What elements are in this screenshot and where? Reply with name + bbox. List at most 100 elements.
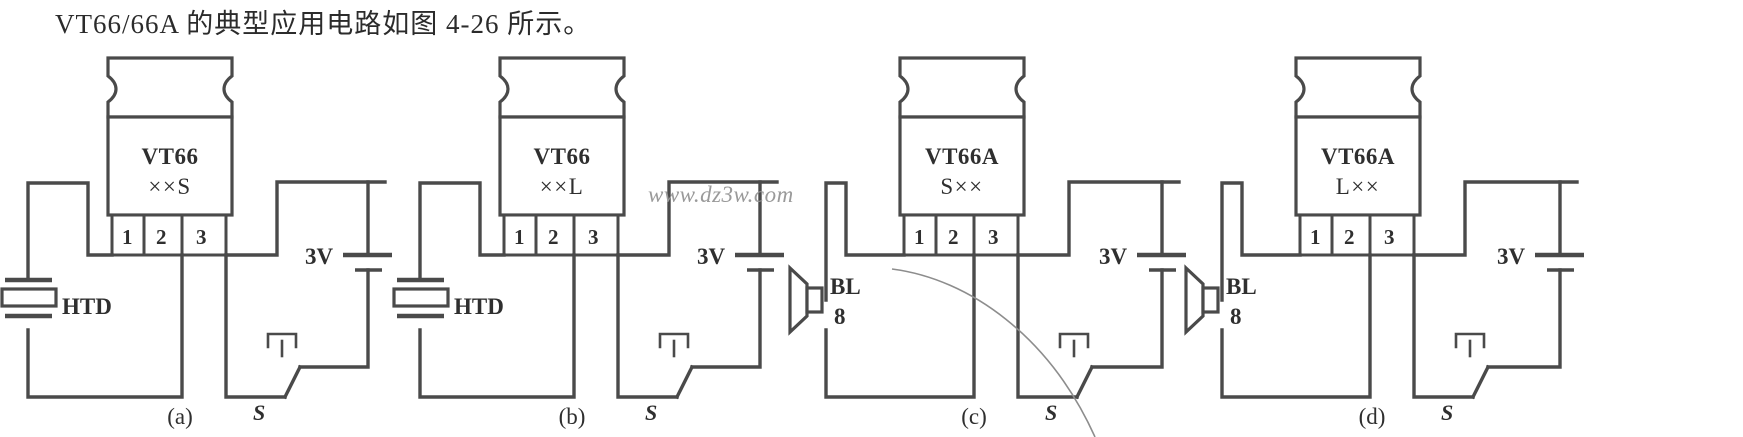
speaker-impedance: 8 <box>1230 304 1242 329</box>
ic-label-suffix: ××S <box>148 174 191 199</box>
switch-push-bracket <box>1454 332 1486 349</box>
wire-pin1-to-speaker-top <box>1220 181 1302 302</box>
wire-pin2-bottom-rail <box>1220 253 1372 399</box>
pin-box-2 <box>934 213 976 257</box>
ic-label-name: VT66A <box>1321 144 1395 169</box>
htd-disc-body <box>0 287 58 308</box>
battery-symbol <box>298 180 392 369</box>
battery-symbol <box>690 180 784 369</box>
speaker-magnet <box>805 286 824 314</box>
wire-to-battery-positive <box>616 180 779 257</box>
htd-label: HTD <box>62 294 112 319</box>
circuit-b: VT66 ××L 1 2 3 HTD <box>392 56 784 429</box>
pin-box-1 <box>1298 213 1334 257</box>
switch-symbol <box>1454 332 1491 400</box>
circuit-c: VT66A S×× 1 2 3 BL <box>788 56 1186 429</box>
ic-label-suffix: L×× <box>1336 174 1381 199</box>
switch-symbol <box>266 332 303 400</box>
pin-label-3: 3 <box>1384 225 1395 249</box>
figure-4-26: VT66 ××S 1 2 3 <box>0 42 1743 437</box>
wire-battery-bottom-lead <box>1486 268 1562 369</box>
sub-caption-b: (b) <box>559 404 586 429</box>
pin-box-1 <box>502 213 538 257</box>
wire-battery-bottom-lead <box>298 268 370 369</box>
ic-package-top <box>498 56 626 119</box>
pin-box-3 <box>1368 213 1416 257</box>
wire-pin3-to-switch <box>224 253 287 399</box>
htd-transducer-symbol <box>0 277 58 319</box>
sub-caption-d: (d) <box>1359 404 1386 429</box>
pin-label-1: 1 <box>1310 225 1321 249</box>
battery-label: 3V <box>305 244 334 269</box>
wire-pin3-to-switch <box>1016 253 1079 399</box>
pin-label-1: 1 <box>122 225 133 249</box>
wire-pin3-to-switch <box>1412 253 1475 399</box>
switch-blade <box>282 364 303 400</box>
circuit-a: VT66 ××S 1 2 3 <box>0 56 392 429</box>
wire-to-battery-positive <box>224 180 387 257</box>
switch-push-bracket <box>658 332 690 349</box>
ic-package-top <box>1294 56 1422 119</box>
wire-battery-bottom-lead <box>1090 268 1164 369</box>
wire-pin3-to-switch <box>616 253 679 399</box>
speaker-label: BL <box>830 274 861 299</box>
switch-label: S <box>253 400 265 425</box>
switch-label: S <box>1045 400 1057 425</box>
speaker-impedance: 8 <box>834 304 846 329</box>
speaker-magnet <box>1201 286 1220 314</box>
sub-caption-c: (c) <box>961 404 987 429</box>
switch-label: S <box>645 400 657 425</box>
pin-label-2: 2 <box>1344 225 1355 249</box>
ic-label-name: VT66 <box>534 144 591 169</box>
speaker-symbol <box>788 264 824 336</box>
pin-box-2 <box>142 213 184 257</box>
ic-body <box>898 115 1026 217</box>
ic-body <box>1294 115 1422 217</box>
battery-symbol <box>1090 180 1186 369</box>
speaker-symbol <box>1184 264 1220 336</box>
pin-label-3: 3 <box>588 225 599 249</box>
wire-battery-bottom-lead <box>690 268 762 369</box>
wire-to-battery-positive <box>1412 180 1579 257</box>
ic-label-suffix: S×× <box>940 174 983 199</box>
ic-package-top <box>898 56 1026 119</box>
speaker-horn <box>788 264 809 336</box>
switch-blade <box>1470 364 1491 400</box>
wire-pin2-bottom-rail <box>26 253 184 399</box>
ic-pin-row: 1 2 3 <box>902 213 1020 257</box>
pin-label-3: 3 <box>988 225 999 249</box>
switch-push-bracket <box>266 332 298 349</box>
ic-label-name: VT66A <box>925 144 999 169</box>
pin-label-2: 2 <box>548 225 559 249</box>
pin-box-3 <box>972 213 1020 257</box>
htd-label: HTD <box>454 294 504 319</box>
page-title: VT66/66A 的典型应用电路如图 4-26 所示。 <box>55 9 592 39</box>
switch-label: S <box>1441 400 1453 425</box>
ic-package-top <box>106 56 234 119</box>
wire-to-battery-positive <box>1016 180 1181 257</box>
wire-pin1-to-speaker-top <box>824 181 906 302</box>
battery-label: 3V <box>1497 244 1526 269</box>
htd-transducer-symbol <box>392 277 450 319</box>
battery-symbol <box>1486 180 1584 369</box>
htd-disc-body <box>392 287 450 308</box>
switch-symbol <box>1058 332 1095 400</box>
speaker-label: BL <box>1226 274 1257 299</box>
ic-label-suffix: ××L <box>540 174 585 199</box>
ic-pin-row: 1 2 3 <box>110 213 228 257</box>
speaker-horn <box>1184 264 1205 336</box>
ic-pin-row: 1 2 3 <box>1298 213 1416 257</box>
pin-label-1: 1 <box>514 225 525 249</box>
battery-label: 3V <box>697 244 726 269</box>
sub-caption-a: (a) <box>167 404 193 429</box>
pin-box-1 <box>902 213 938 257</box>
pin-label-3: 3 <box>196 225 207 249</box>
pin-box-1 <box>110 213 146 257</box>
pin-label-2: 2 <box>156 225 167 249</box>
switch-blade <box>674 364 695 400</box>
wire-pin1-to-htd <box>26 181 114 282</box>
wire-pin1-to-htd <box>418 181 506 282</box>
ic-pin-row: 1 2 3 <box>502 213 620 257</box>
circuit-d: VT66A L×× 1 2 3 BL 8 <box>1184 56 1584 429</box>
